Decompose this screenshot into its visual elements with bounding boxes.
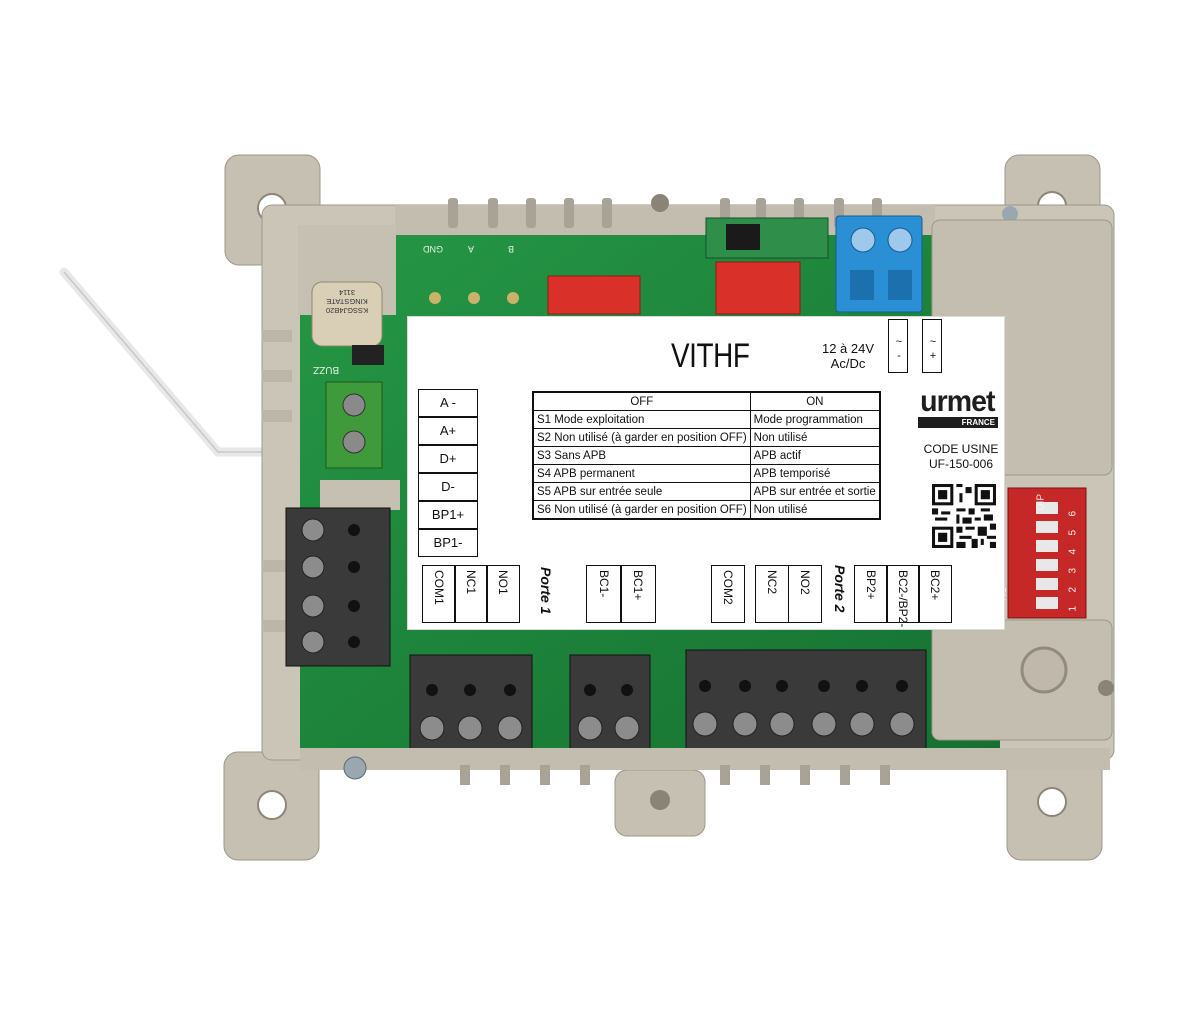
- power-terminal-plus-bottom: +: [929, 350, 937, 362]
- table-row: S6 Non utilisé (à garder en position OFF…: [532, 500, 881, 520]
- terminal-nc1-label: NC1: [464, 570, 478, 595]
- factory-code: CODE USINE UF-150-006: [916, 442, 1006, 472]
- terminal-bc1-minus-label: BC1-: [597, 570, 611, 598]
- voltage-line-1: 12 à 24V: [821, 341, 875, 356]
- buzzer-text-1: KSSGJ4B20: [325, 306, 369, 315]
- door1-label: Porte 1: [538, 567, 554, 615]
- buzzer-marking: KSSGJ4B20 KINGSTATE 3114: [316, 288, 378, 315]
- dip-switch-numbers: 6 5 4 3 2 1: [1066, 500, 1080, 614]
- terminal-nc1: NC1: [454, 565, 488, 623]
- red-connector-2: [715, 261, 801, 315]
- terminal-com1-label: COM1: [432, 570, 446, 605]
- terminal-bc1-minus: BC1-: [586, 565, 622, 623]
- buzzer-text-3: 3114: [338, 288, 356, 297]
- buzzer-text-2: KINGSTATE: [326, 297, 368, 306]
- dip-header-off: OFF: [532, 391, 751, 411]
- bus-terminal-bp1-minus: BP1-: [418, 529, 478, 557]
- terminal-bc2-plus-label: BC2+: [928, 570, 942, 601]
- mounting-ear-bottom-right: [1006, 751, 1103, 861]
- dip-num-6: 6: [1067, 510, 1079, 517]
- dip-num-4: 4: [1067, 548, 1079, 555]
- buzzer: [311, 281, 383, 347]
- terminal-no1-label: NO1: [496, 570, 510, 595]
- dip-num-5: 5: [1067, 529, 1079, 536]
- terminal-bp2-plus-label: BP2+: [864, 570, 878, 600]
- terminal-bc1-plus: BC1+: [620, 565, 656, 623]
- bus-terminal-d-plus: D+: [418, 445, 478, 473]
- qr-code-icon: [932, 484, 996, 548]
- terminal-nc2: NC2: [755, 565, 789, 623]
- terminal-bc2-minus-bp2-minus-label: BC2-/BP2-: [896, 570, 910, 628]
- push-button: [1020, 646, 1068, 694]
- terminal-bc2-minus-bp2-minus: BC2-/BP2-: [886, 565, 920, 627]
- mounting-tab-bottom-center: [614, 769, 706, 837]
- power-terminal-minus: ~ -: [888, 319, 908, 373]
- voltage-line-2: Ac/Dc: [830, 356, 866, 371]
- dip-row-on: Mode programmation: [749, 410, 881, 429]
- dip-row-off: S5 APB sur entrée seule: [532, 482, 751, 501]
- table-row: S4 APB permanent APB temporisé: [532, 464, 881, 483]
- table-row: S2 Non utilisé (à garder en position OFF…: [532, 428, 881, 447]
- dip-header-on: ON: [749, 391, 881, 411]
- bottom-terminal-block-door2: [685, 649, 927, 761]
- dip-row-on: APB temporisé: [749, 464, 881, 483]
- dip-num-2: 2: [1067, 586, 1079, 593]
- power-terminal-minus-bottom: -: [897, 350, 901, 362]
- terminal-com2: COM2: [711, 565, 745, 623]
- device-title: VITHF: [671, 337, 750, 375]
- power-terminal-minus-top: ~: [895, 336, 903, 348]
- terminal-bc2-plus: BC2+: [918, 565, 952, 623]
- dip-row-off: S1 Mode exploitation: [532, 410, 751, 429]
- dip-num-3: 3: [1067, 567, 1079, 574]
- radio-module: [705, 217, 829, 259]
- power-terminal-plus-top: ~: [929, 336, 937, 348]
- bottom-terminal-block-bc1: [569, 654, 651, 761]
- dip-row-off: S3 Sans APB: [532, 446, 751, 465]
- table-row: S1 Mode exploitation Mode programmation: [532, 410, 881, 429]
- terminal-no1: NO1: [486, 565, 520, 623]
- dip-row-on: Non utilisé: [749, 428, 881, 447]
- terminal-no2: NO2: [788, 565, 822, 623]
- terminal-nc2-label: NC2: [765, 570, 779, 595]
- door2-label: Porte 2: [832, 565, 848, 613]
- dip-settings-table: OFF ON S1 Mode exploitation Mode program…: [532, 391, 881, 520]
- table-row: S3 Sans APB APB actif: [532, 446, 881, 465]
- dip-row-on: APB sur entrée et sortie: [749, 482, 881, 501]
- bus-terminal-bp1-plus: BP1+: [418, 501, 478, 529]
- voltage-rating: 12 à 24V Ac/Dc: [808, 341, 888, 371]
- brand-logo: urmet FRANCE: [918, 387, 1004, 428]
- factory-code-value: UF-150-006: [928, 457, 994, 471]
- dip-row-on: Non utilisé: [749, 500, 881, 520]
- red-connector-1: [547, 275, 641, 315]
- wiring-label: VITHF 12 à 24V Ac/Dc ~ - ~ + A - A+ D+ D…: [407, 316, 1005, 630]
- bus-terminal-d-minus: D-: [418, 473, 478, 501]
- dip-row-off: S4 APB permanent: [532, 464, 751, 483]
- dip-row-on: APB actif: [749, 446, 881, 465]
- brand-wordmark: urmet: [920, 385, 995, 418]
- dip-row-off: S2 Non utilisé (à garder en position OFF…: [532, 428, 751, 447]
- dip-num-1: 1: [1067, 605, 1079, 612]
- buzz-silk-label: BUZZ: [313, 364, 340, 375]
- factory-code-title: CODE USINE: [923, 442, 999, 456]
- silk-gnd: GND: [423, 244, 443, 254]
- dip-row-off: S6 Non utilisé (à garder en position OFF…: [532, 500, 751, 520]
- bus-terminal-a-minus: A -: [418, 389, 478, 417]
- terminal-bp2-plus: BP2+: [854, 565, 888, 623]
- bus-terminal-a-plus: A+: [418, 417, 478, 445]
- dip-switch-dip-label: DIP: [1035, 494, 1047, 511]
- brand-country: FRANCE: [918, 417, 998, 428]
- terminal-com2-label: COM2: [721, 570, 735, 605]
- terminal-no2-label: NO2: [798, 570, 812, 595]
- silk-b: B: [508, 244, 515, 254]
- bottom-terminal-block-door1: [409, 654, 533, 761]
- silk-a: A: [468, 244, 475, 254]
- power-terminal-plus: ~ +: [922, 319, 942, 373]
- terminal-bc1-plus-label: BC1+: [631, 570, 645, 601]
- terminal-com1: COM1: [422, 565, 456, 623]
- dip-table-header: OFF ON: [532, 391, 881, 411]
- table-row: S5 APB sur entrée seule APB sur entrée e…: [532, 482, 881, 501]
